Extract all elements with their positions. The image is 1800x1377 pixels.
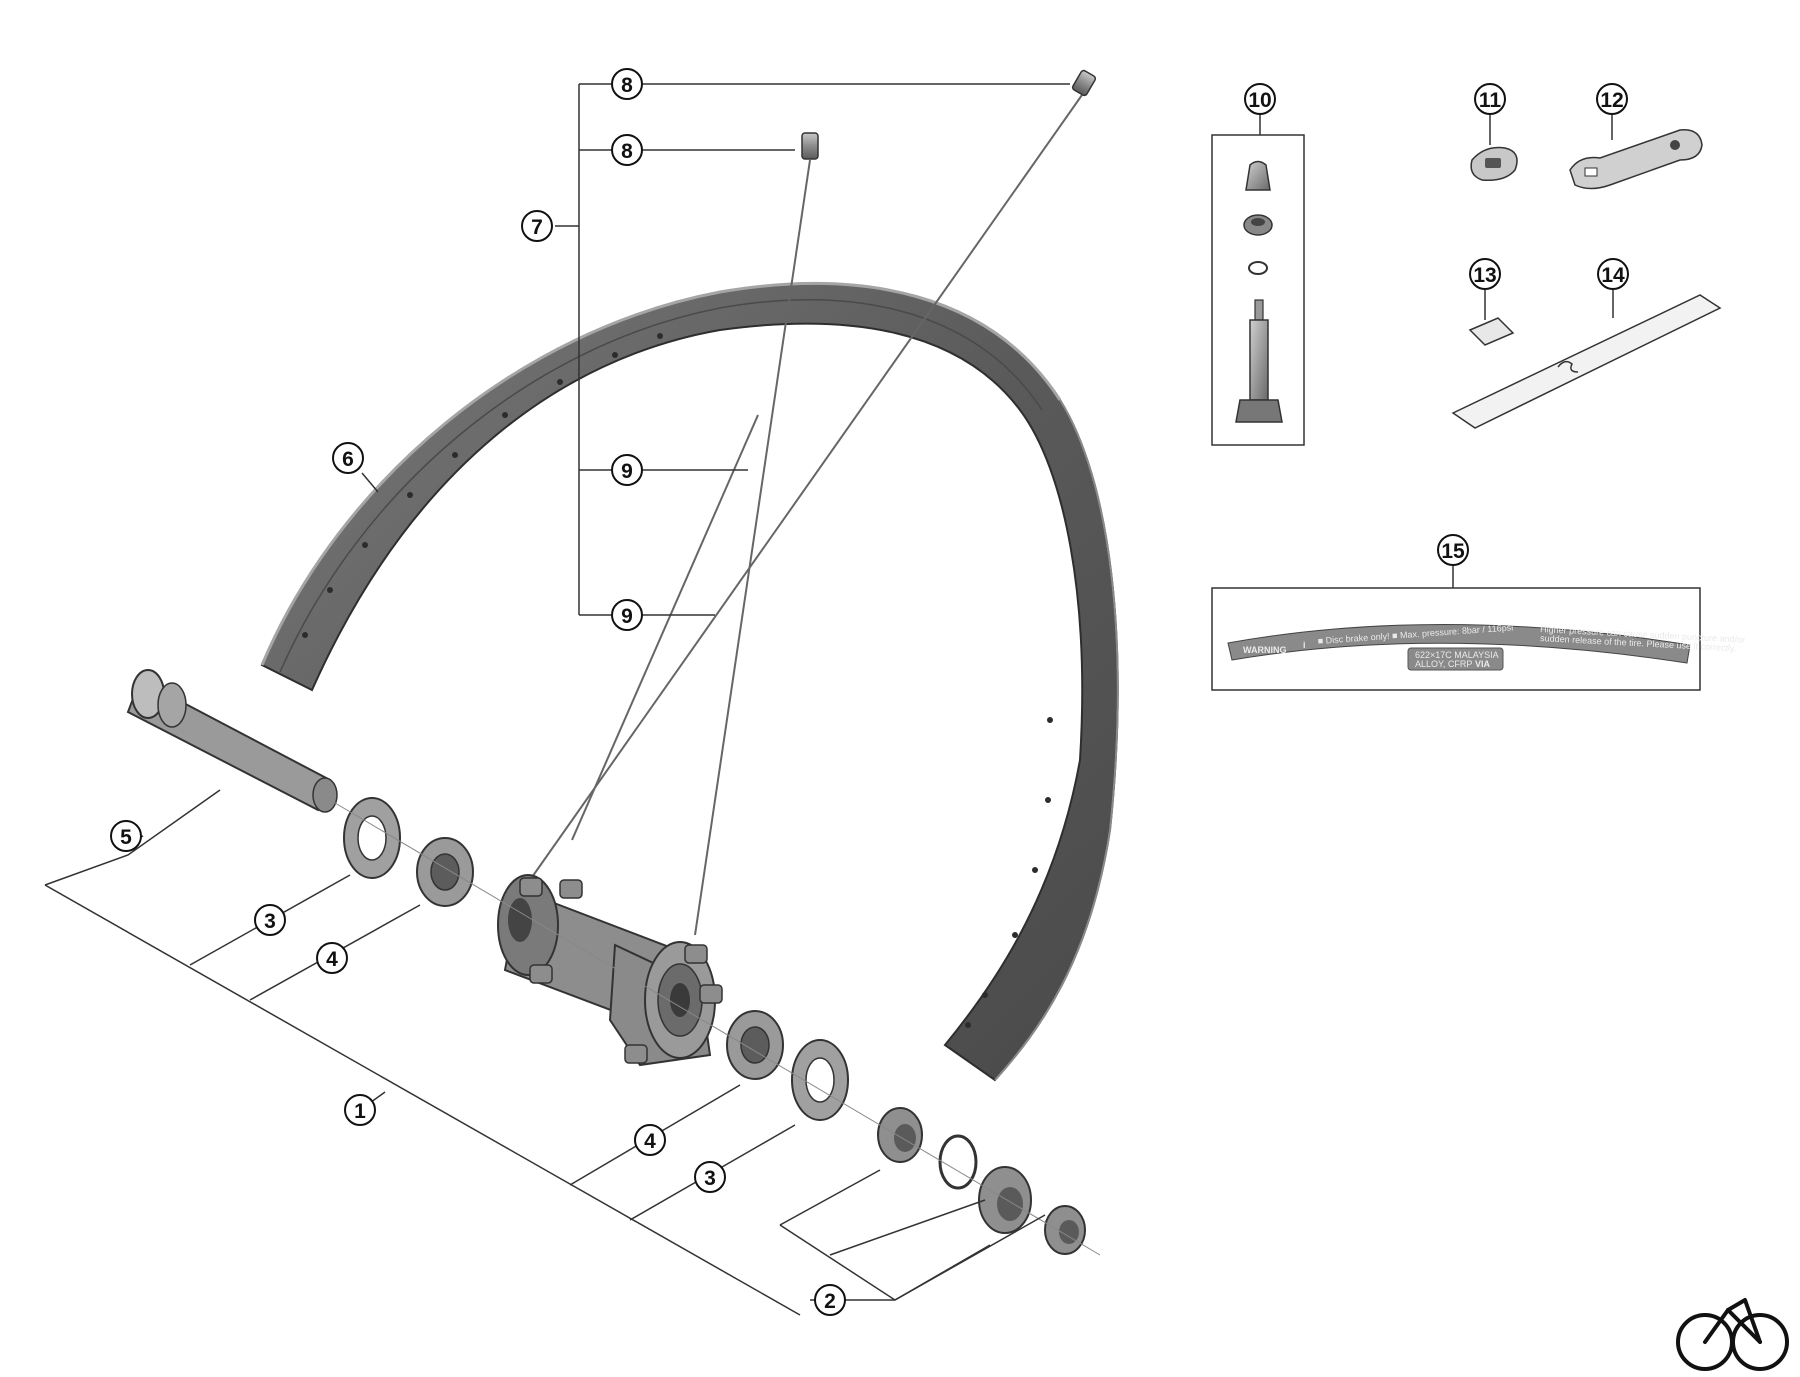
patch-sticker (1468, 317, 1515, 346)
callout-4-right: 4 (634, 1124, 666, 1156)
callout-6: 6 (332, 442, 364, 474)
callout-8-top: 8 (611, 68, 643, 100)
spoke-wrench (1569, 129, 1703, 190)
svg-text:8: 8 (621, 140, 633, 163)
rim-decal-box: WARNING i ■ Disc brake only! ■ Max. pres… (1211, 587, 1745, 691)
svg-text:10: 10 (1248, 89, 1271, 112)
decal-info-icon: i (1303, 640, 1306, 650)
svg-text:12: 12 (1600, 89, 1623, 112)
svg-text:7: 7 (531, 216, 543, 239)
svg-text:3: 3 (704, 1167, 716, 1190)
callout-3-left: 3 (254, 904, 286, 936)
valve-kit-box (1211, 134, 1305, 446)
callout-1: 1 (344, 1094, 376, 1126)
svg-text:6: 6 (342, 448, 354, 471)
decal-brand: VIA (1475, 659, 1491, 669)
dust-cap-left (343, 797, 401, 879)
rim-tape (1451, 294, 1722, 429)
callout-9-bottom: 9 (611, 599, 643, 631)
leader-lines (44, 83, 1614, 1316)
spoke-nipple-top (1071, 69, 1097, 97)
callout-4-left: 4 (316, 942, 348, 974)
svg-text:2: 2 (824, 1290, 836, 1313)
valve-nut (1243, 214, 1273, 236)
bicycle-logo-icon (1676, 1298, 1789, 1371)
callout-8-mid: 8 (611, 134, 643, 166)
svg-text:4: 4 (326, 948, 338, 971)
callout-3-right: 3 (694, 1161, 726, 1193)
axle (126, 669, 338, 813)
callout-9-top: 9 (611, 454, 643, 486)
svg-text:15: 15 (1441, 540, 1465, 563)
callout-15: 15 (1437, 534, 1469, 566)
svg-text:8: 8 (621, 74, 633, 97)
svg-text:5: 5 (120, 826, 132, 849)
callout-5: 5 (110, 820, 142, 852)
decal-material: ALLOY, CFRP (1415, 659, 1472, 669)
decal-spec-badge (1407, 647, 1504, 671)
svg-text:4: 4 (644, 1130, 656, 1153)
bearing-2 (978, 1166, 1032, 1234)
spoke-key-small (1470, 146, 1518, 182)
svg-text:9: 9 (621, 460, 633, 483)
valve-stem (1235, 299, 1283, 423)
callout-11: 11 (1474, 83, 1506, 115)
spoke-nipple-mid (801, 132, 819, 160)
bearing-1 (877, 1107, 923, 1163)
callout-10: 10 (1244, 83, 1276, 115)
spokes (529, 94, 1083, 936)
valve-cap (1245, 160, 1271, 191)
axis-centerline (329, 799, 1101, 1256)
dust-cap-right (791, 1039, 849, 1121)
callout-2: 2 (814, 1284, 846, 1316)
lock-nut-right (726, 1010, 784, 1080)
svg-text:11: 11 (1479, 89, 1502, 112)
svg-text:14: 14 (1601, 264, 1625, 287)
callout-14: 14 (1597, 258, 1629, 290)
callout-12: 12 (1596, 83, 1628, 115)
decal-warning-text: WARNING (1243, 645, 1287, 655)
callout-7: 7 (521, 210, 553, 242)
o-ring (938, 1134, 978, 1190)
bearing-3 (1044, 1205, 1086, 1255)
svg-text:3: 3 (264, 910, 276, 933)
hub-body (497, 874, 723, 1067)
valve-washer (1248, 261, 1268, 275)
decal-size: 622×17C MALAYSIA (1415, 650, 1499, 660)
rim-spoke-holes (302, 333, 1053, 1028)
lock-nut-left (416, 837, 474, 907)
callout-13: 13 (1469, 258, 1501, 290)
rim-decal-strip (1227, 624, 1691, 664)
svg-text:1: 1 (354, 1100, 366, 1123)
rim (260, 282, 1119, 1082)
svg-text:13: 13 (1473, 264, 1496, 287)
svg-text:9: 9 (621, 605, 633, 628)
